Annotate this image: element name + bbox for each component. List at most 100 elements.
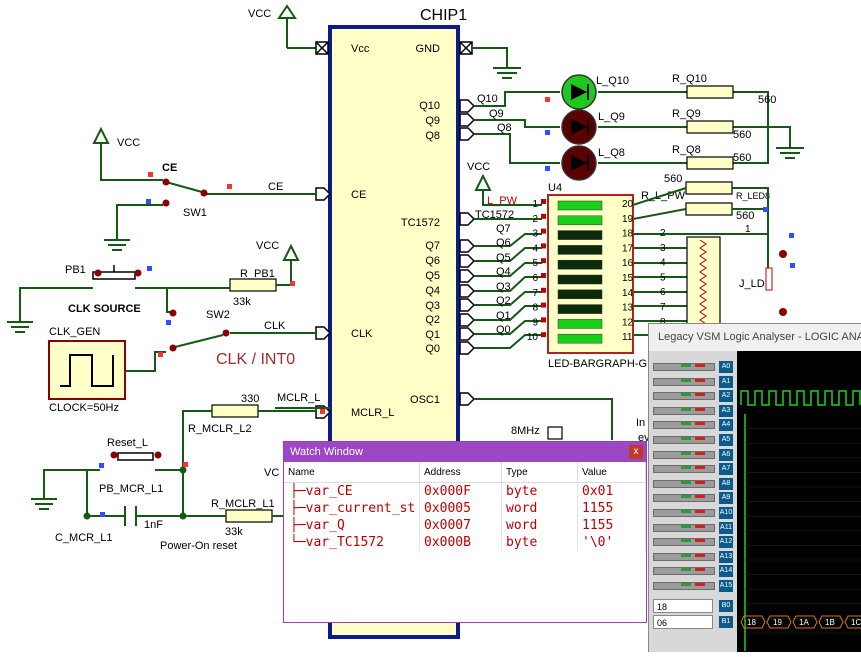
- pin-q3: Q3: [425, 300, 440, 312]
- channel-row[interactable]: A0: [653, 361, 733, 373]
- channel-label: A0: [719, 361, 733, 373]
- resistor-r-mclr-l1[interactable]: [225, 509, 273, 523]
- crystal-label: 8MHz: [511, 425, 540, 437]
- col-name[interactable]: Name: [284, 462, 420, 483]
- watch-value: 1155: [577, 517, 646, 534]
- channel-row[interactable]: A13: [653, 550, 733, 563]
- table-row[interactable]: ├─var_current_st 0x0005 word 1155: [284, 500, 646, 517]
- resistor-r-q8[interactable]: [686, 156, 734, 170]
- wire-q4: Q4: [496, 266, 511, 278]
- r-pb1-value: 33k: [233, 296, 251, 308]
- channel-row[interactable]: A4: [653, 419, 733, 432]
- channel-row[interactable]: A5: [653, 434, 733, 446]
- cap-label: C_MCR_L1: [55, 532, 112, 544]
- watch-value: 0x01: [577, 482, 646, 500]
- clk-int-label: CLK / INT0: [216, 351, 295, 368]
- channel-row[interactable]: A7: [653, 463, 733, 476]
- bargraph-segment: [557, 274, 603, 285]
- wire-ce: CE: [268, 181, 283, 193]
- rpack-pin: 1: [745, 224, 751, 235]
- resistor-r-q10[interactable]: [686, 85, 734, 99]
- watch-window-titlebar[interactable]: Watch Window x: [284, 442, 646, 462]
- resistor-r-l-pw[interactable]: [685, 181, 733, 195]
- r-q10-value: 560: [758, 94, 776, 106]
- bargraph-pin-right: 16: [622, 258, 634, 269]
- r-q9-value: 560: [733, 129, 751, 141]
- channel-row[interactable]: A9: [653, 492, 733, 505]
- bus-select[interactable]: 18: [653, 599, 713, 613]
- bus-value: 1B: [825, 618, 835, 627]
- led-q9[interactable]: [561, 109, 597, 145]
- close-icon[interactable]: x: [629, 445, 643, 459]
- watch-name: └─var_TC1572: [284, 534, 420, 551]
- jumper-label: J_LD1: [739, 278, 771, 290]
- logic-analyser-window[interactable]: Legacy VSM Logic Analyser - LOGIC ANALYS…: [648, 323, 861, 652]
- bargraph-pin-right: 13: [622, 303, 634, 314]
- pin-clk: CLK: [351, 328, 373, 340]
- channel-row[interactable]: A1: [653, 375, 733, 388]
- channel-row[interactable]: A8: [653, 477, 733, 490]
- r-led8-value: 560: [736, 210, 754, 222]
- bargraph-pin-left: 6: [532, 273, 538, 284]
- pb1-label: PB1: [65, 264, 86, 276]
- bargraph-segment: [557, 259, 603, 270]
- diode-icon: [571, 155, 587, 171]
- channel-row[interactable]: A11: [653, 521, 733, 534]
- channel-row[interactable]: A12: [653, 536, 733, 549]
- led-q10[interactable]: [561, 74, 597, 110]
- reset-button[interactable]: [117, 452, 154, 461]
- pin-q2: Q2: [425, 314, 440, 326]
- watch-window[interactable]: Watch Window x Name Address Type Value ├…: [283, 441, 647, 623]
- resistor-r-mclr-l2[interactable]: [211, 404, 259, 418]
- bus-label: B1: [719, 616, 733, 628]
- bargraph-segment: [557, 319, 603, 329]
- bus-select[interactable]: 06: [653, 615, 713, 629]
- col-value[interactable]: Value: [577, 462, 646, 483]
- bargraph-pin-left: 9: [532, 317, 538, 328]
- pin-arrow: [459, 392, 476, 406]
- sw2-label: SW2: [206, 309, 230, 321]
- pin-tc1572: TC1572: [401, 217, 440, 229]
- channel-row[interactable]: A6: [653, 448, 733, 461]
- channel-row[interactable]: A3: [653, 404, 733, 417]
- wire-clk: CLK: [264, 320, 286, 332]
- bus-label: B0: [719, 600, 733, 612]
- vcc-arrow-icon: [474, 173, 492, 191]
- channel-label: A9: [719, 492, 733, 505]
- col-type[interactable]: Type: [501, 462, 578, 483]
- vcc-bargraph-label: VCC: [467, 161, 490, 173]
- channel-row[interactable]: A2: [653, 390, 733, 403]
- pin-arrow: [459, 239, 476, 253]
- watch-type: byte: [501, 482, 578, 500]
- watch-type: word: [501, 517, 578, 534]
- chip-title: CHIP1: [420, 7, 467, 24]
- rpack-pin: 7: [660, 302, 666, 313]
- wire-q10: Q10: [477, 93, 498, 105]
- bus-value: 1A: [799, 618, 809, 627]
- table-row[interactable]: ├─var_Q 0x0007 word 1155: [284, 517, 646, 534]
- col-address[interactable]: Address: [419, 462, 502, 483]
- table-row[interactable]: └─var_TC1572 0x000B byte '\0': [284, 534, 646, 551]
- watch-name: ├─var_current_st: [284, 500, 420, 517]
- logic-analyser-title[interactable]: Legacy VSM Logic Analyser - LOGIC ANALYS…: [649, 324, 861, 351]
- watch-address: 0x0007: [419, 517, 502, 534]
- r-q8-label: R_Q8: [672, 144, 701, 156]
- channel-row[interactable]: A14: [653, 565, 733, 578]
- pin-ce: CE: [351, 189, 366, 201]
- channel-row[interactable]: A10: [653, 507, 733, 519]
- table-row[interactable]: ├─var_CE 0x000F byte 0x01: [284, 482, 646, 500]
- resistor-r-q9[interactable]: [686, 120, 734, 134]
- led-q10-label: L_Q10: [596, 75, 629, 87]
- resistor-r-led8[interactable]: [685, 202, 733, 216]
- led-q8[interactable]: [561, 145, 597, 181]
- bargraph-pin-left: 10: [527, 332, 539, 343]
- rpack-pin: 8: [660, 317, 666, 328]
- wire-q8: Q8: [497, 122, 512, 134]
- pin-gnd: GND: [416, 43, 441, 55]
- channel-row[interactable]: A15: [653, 580, 733, 592]
- resistor-r-pb1[interactable]: [229, 278, 277, 292]
- por-label: Power-On reset: [160, 540, 237, 552]
- wire-q6: Q6: [496, 237, 511, 249]
